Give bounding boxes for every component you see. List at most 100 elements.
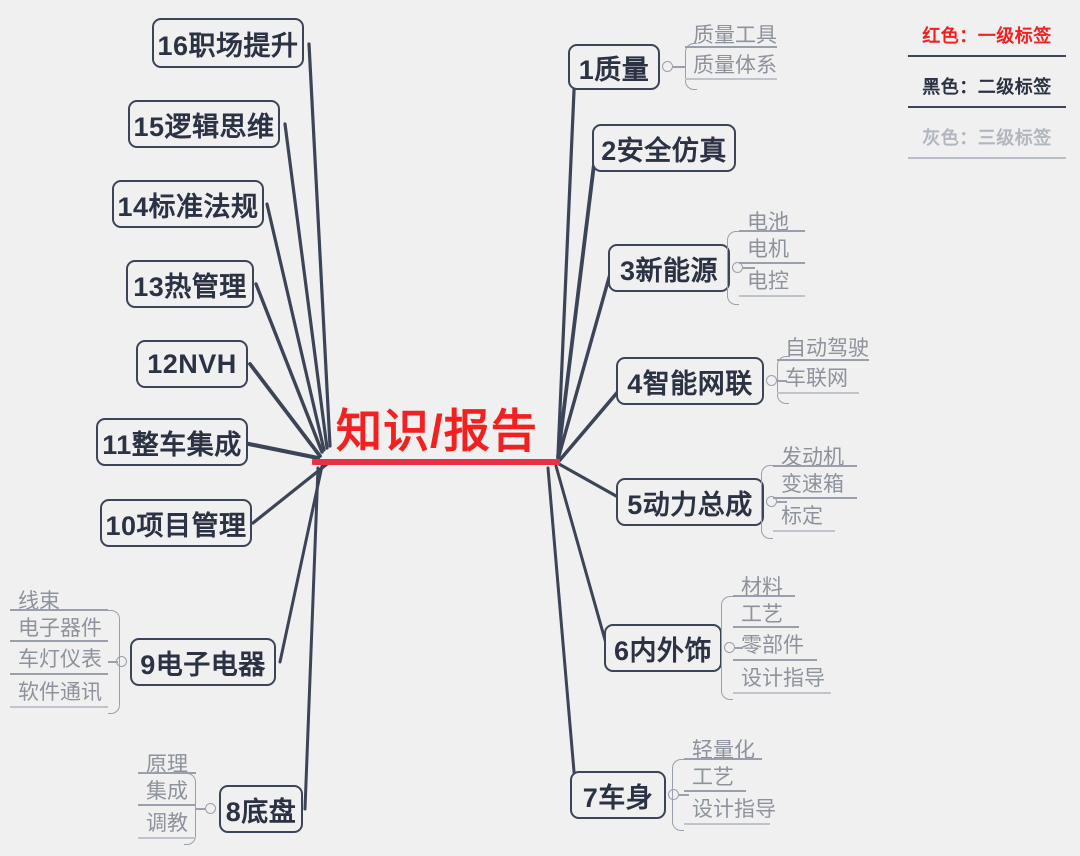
bracket-5: [761, 465, 773, 539]
node-15-logical-thinking[interactable]: 15逻辑思维: [128, 100, 280, 148]
sub-item-rule: [777, 392, 859, 394]
bracket-1: [685, 43, 697, 90]
sub-item-9-1[interactable]: 电子器件: [10, 611, 108, 642]
sub-item-7-1[interactable]: 工艺: [684, 760, 746, 792]
node-8-chassis[interactable]: 8底盘: [219, 785, 303, 833]
sub-item-label: 车灯仪表: [18, 648, 102, 671]
sub-item-7-2[interactable]: 设计指导: [684, 792, 776, 825]
sub-item-label: 设计指导: [692, 798, 776, 821]
sub-item-3-1[interactable]: 电机: [739, 232, 805, 264]
root-underline: [312, 459, 560, 465]
edge-to-14: [265, 202, 326, 452]
node-6-interior-exterior[interactable]: 6内外饰: [604, 624, 722, 672]
edge-to-12: [248, 362, 322, 458]
connector-stub-6: [735, 647, 743, 649]
sub-item-6-3[interactable]: 设计指导: [733, 661, 831, 694]
edge-to-11: [236, 439, 321, 461]
edge-to-8: [303, 466, 320, 811]
sub-item-9-3[interactable]: 软件通讯: [10, 675, 108, 708]
sub-item-rule: [10, 609, 108, 611]
connector-dot-5: [766, 496, 777, 507]
connector-stub-7: [679, 794, 689, 796]
node-13-thermal-management[interactable]: 13热管理: [126, 260, 254, 308]
legend-divider-2: [908, 106, 1066, 108]
node-9-electronics[interactable]: 9电子电器: [130, 638, 276, 686]
sub-item-6-0[interactable]: 材料: [733, 570, 795, 599]
sub-item-3-2[interactable]: 电控: [739, 264, 805, 297]
connector-stub-9: [108, 661, 118, 663]
sub-item-label: 电机: [747, 238, 789, 261]
node-7-body[interactable]: 7车身: [570, 771, 666, 819]
node-5-powertrain[interactable]: 5动力总成: [616, 478, 764, 526]
sub-item-8-0[interactable]: 原理: [138, 747, 196, 776]
sub-item-rule: [138, 772, 196, 774]
bracket-3: [727, 231, 739, 305]
sub-item-rule: [10, 706, 108, 708]
node-11-vehicle-integration[interactable]: 11整车集成: [96, 418, 248, 466]
sub-item-rule: [684, 758, 762, 760]
sub-item-6-1[interactable]: 工艺: [733, 597, 799, 628]
node-3-new-energy[interactable]: 3新能源: [608, 244, 730, 292]
sub-item-5-1[interactable]: 变速箱: [773, 467, 857, 499]
sub-item-label: 工艺: [741, 603, 783, 626]
sub-item-3-0[interactable]: 电池: [739, 205, 805, 234]
root-node[interactable]: 知识/报告: [336, 405, 538, 457]
subgroup-1: 质量工具 质量体系: [685, 18, 777, 80]
sub-item-label: 软件通讯: [18, 681, 102, 704]
sub-item-4-1[interactable]: 车联网: [777, 361, 859, 394]
node-10-project-management[interactable]: 10项目管理: [100, 499, 252, 547]
sub-item-rule: [684, 790, 746, 792]
sub-item-label: 原理: [146, 753, 188, 776]
node-12-nvh[interactable]: 12NVH: [136, 340, 248, 388]
sub-item-rule: [773, 465, 857, 467]
sub-item-8-2[interactable]: 调教: [138, 806, 196, 839]
sub-item-5-2[interactable]: 标定: [773, 499, 835, 532]
sub-item-5-0[interactable]: 发动机: [773, 440, 857, 469]
legend-row-level3: 灰色：三级标签: [922, 128, 1052, 148]
sub-item-6-2[interactable]: 零部件: [733, 628, 817, 661]
legend-row-level2: 黑色：二级标签: [922, 77, 1052, 97]
sub-item-rule: [739, 230, 805, 232]
edge-to-1: [556, 66, 577, 457]
sub-item-label: 零部件: [741, 634, 804, 657]
sub-item-label: 发动机: [781, 446, 844, 469]
subgroup-9: 线束 电子器件 车灯仪表 软件通讯: [10, 584, 108, 708]
sub-item-8-1[interactable]: 集成: [138, 774, 196, 806]
subgroup-6: 材料 工艺 零部件 设计指导: [733, 570, 831, 694]
connector-dot-4: [766, 375, 777, 386]
bracket-7: [672, 759, 684, 831]
sub-item-1-1[interactable]: 质量体系: [685, 48, 777, 80]
sub-item-1-0[interactable]: 质量工具: [685, 18, 777, 48]
sub-item-label: 设计指导: [741, 667, 825, 690]
sub-item-rule: [138, 837, 196, 839]
edge-to-15: [283, 122, 329, 450]
subgroup-5: 发动机 变速箱 标定: [773, 440, 857, 532]
sub-item-9-2[interactable]: 车灯仪表: [10, 642, 108, 675]
node-4-intelligent-connected[interactable]: 4智能网联: [616, 357, 764, 405]
connector-stub-1: [673, 66, 685, 68]
sub-item-rule: [739, 262, 805, 264]
sub-item-label: 电子器件: [18, 617, 102, 640]
bracket-9: [108, 610, 120, 714]
sub-item-label: 线束: [18, 590, 60, 613]
node-2-safety-simulation[interactable]: 2安全仿真: [592, 124, 736, 172]
node-1-quality[interactable]: 1质量: [568, 44, 660, 90]
sub-item-label: 标定: [781, 505, 823, 528]
sub-item-rule: [138, 804, 196, 806]
sub-item-4-0[interactable]: 自动驾驶: [777, 331, 869, 361]
connector-dot-7: [668, 789, 679, 800]
edge-to-6: [554, 464, 609, 649]
sub-item-label: 质量工具: [693, 24, 777, 47]
node-14-standards-regulations[interactable]: 14标准法规: [112, 180, 264, 228]
sub-item-label: 电控: [747, 270, 789, 293]
sub-item-9-0[interactable]: 线束: [10, 584, 108, 613]
sub-item-label: 集成: [146, 780, 188, 803]
sub-item-label: 质量体系: [693, 54, 777, 77]
sub-item-rule: [10, 673, 108, 675]
edge-to-10: [251, 462, 329, 525]
node-16-career-development[interactable]: 16职场提升: [152, 18, 304, 68]
sub-item-7-0[interactable]: 轻量化: [684, 733, 762, 762]
connector-stub-3: [743, 267, 755, 269]
sub-item-rule: [739, 295, 805, 297]
